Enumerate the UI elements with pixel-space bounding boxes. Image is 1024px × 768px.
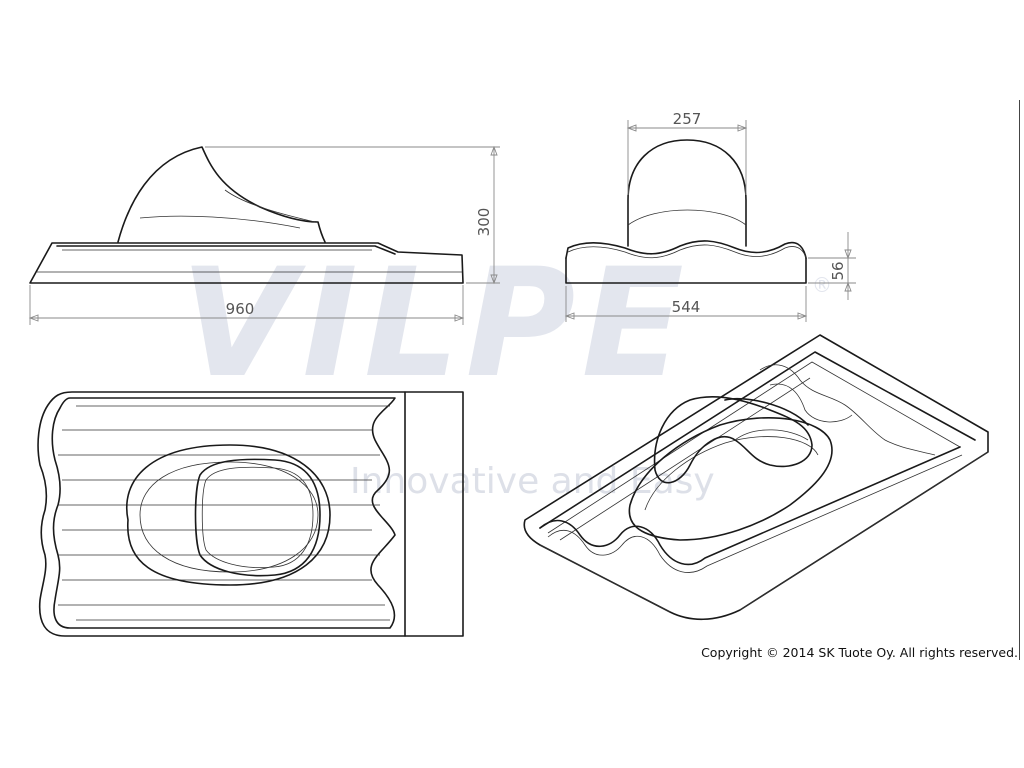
top-collar [126, 444, 331, 586]
side-view: 960 300 [28, 145, 500, 325]
isometric-view [523, 334, 989, 621]
top-outline [37, 391, 464, 637]
dimension-length: 960 [226, 300, 255, 318]
top-tile-lines [58, 429, 385, 606]
dimension-top-width: 257 [673, 110, 702, 128]
top-pipe-opening [194, 458, 321, 577]
iso-vent-dome [653, 395, 813, 484]
watermark-slogan: Innovative and Easy [350, 461, 715, 502]
front-view: 257 544 56 [564, 110, 856, 322]
front-base [565, 257, 807, 284]
iso-collar [628, 416, 833, 541]
side-dome [117, 146, 326, 243]
iso-base-plate [523, 334, 989, 621]
copyright-notice: Copyright © 2014 SK Tuote Oy. All rights… [701, 645, 1018, 660]
watermark-registered-mark: ® [812, 273, 832, 297]
dimension-width: 544 [672, 298, 701, 316]
dimension-base-height: 56 [829, 261, 847, 280]
watermark-brand: VILPE [180, 237, 690, 411]
top-view [37, 391, 464, 637]
front-dome [627, 139, 747, 247]
frame-border-line [1019, 100, 1020, 660]
watermark: VILPE ® Innovative and Easy [180, 237, 832, 502]
dimension-height: 300 [475, 208, 493, 237]
side-base-plate [29, 242, 464, 284]
